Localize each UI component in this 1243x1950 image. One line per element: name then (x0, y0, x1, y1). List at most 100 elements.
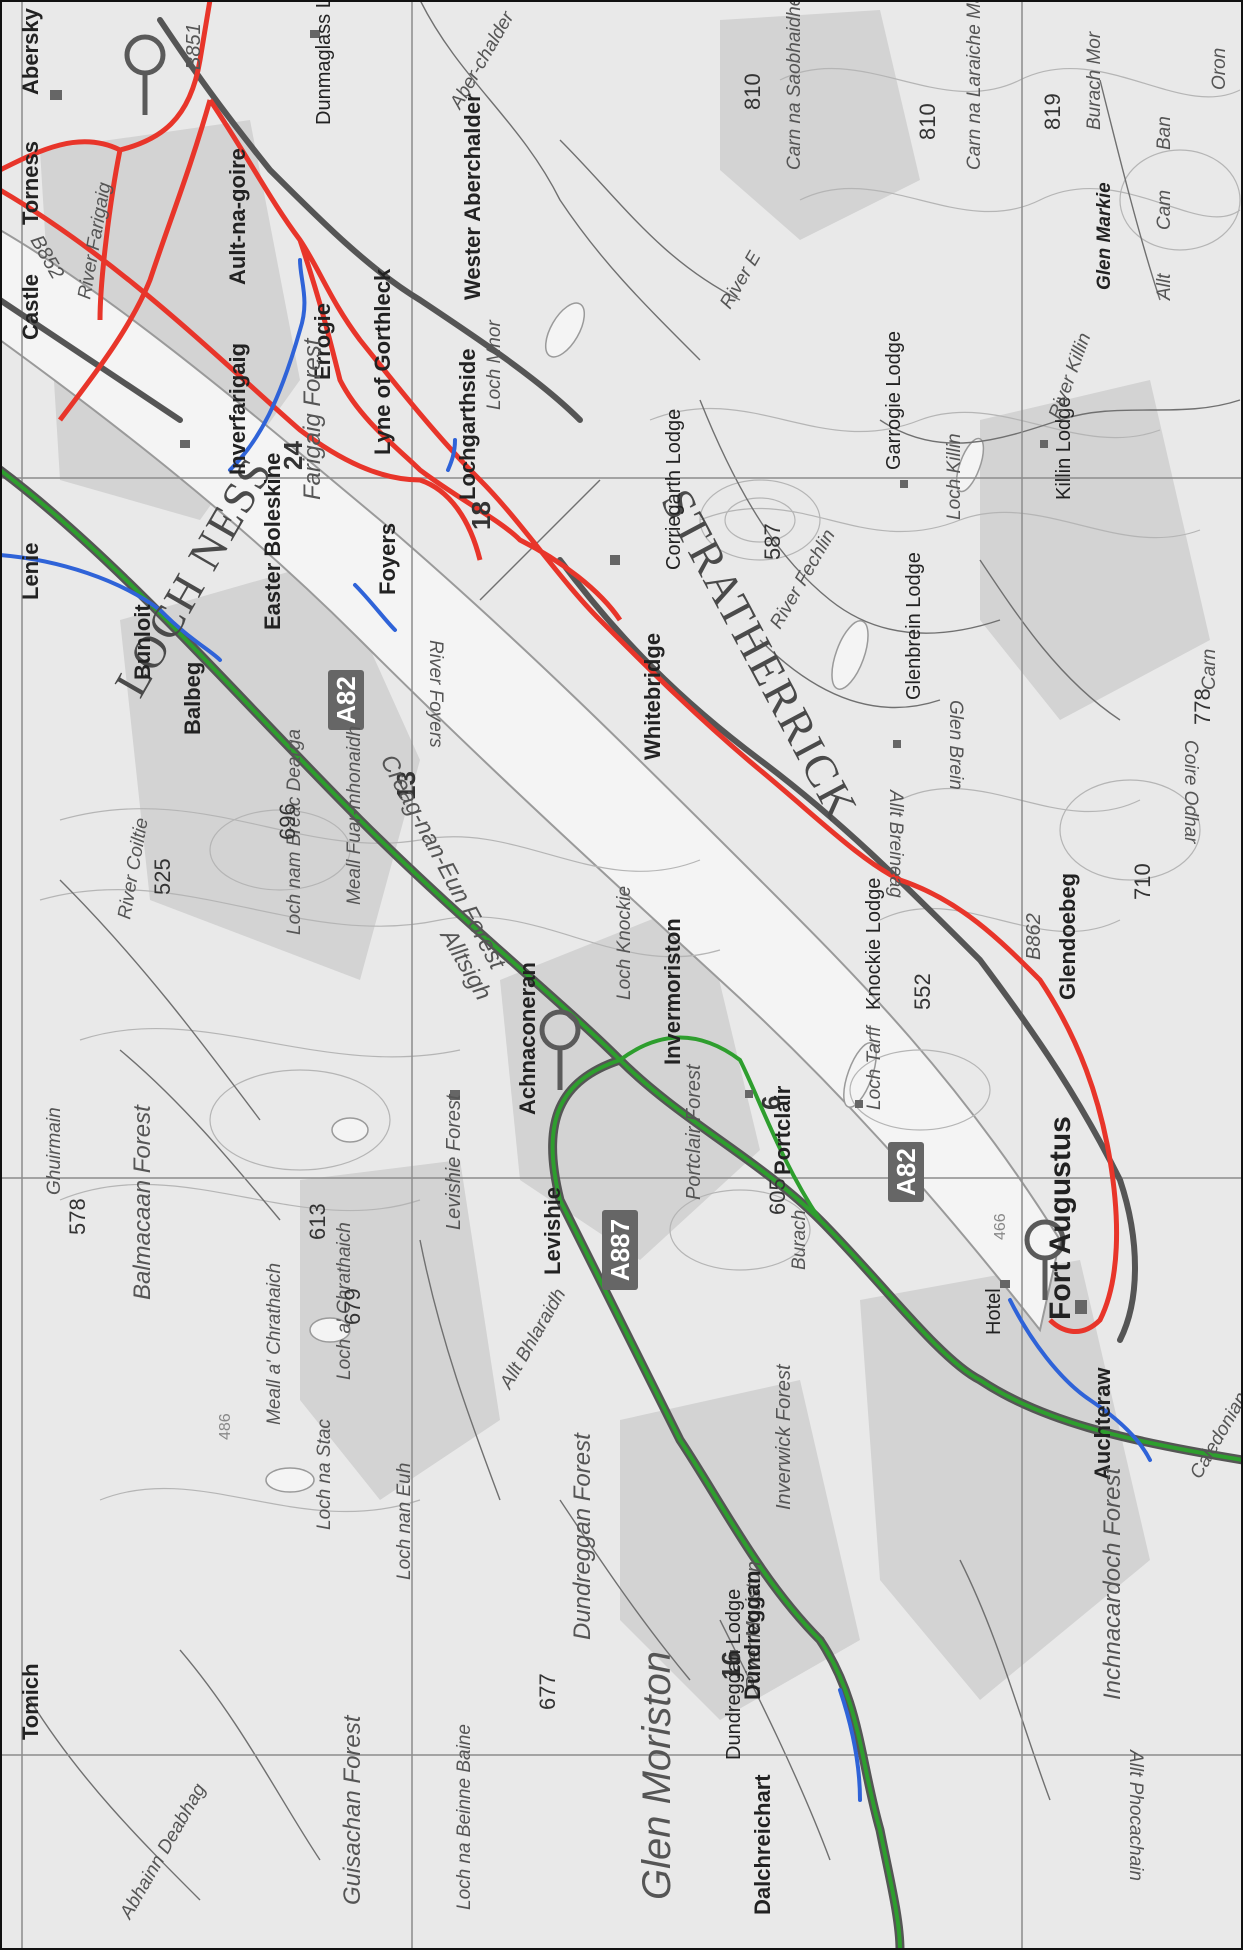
label-tomich: Tomich (18, 1663, 43, 1740)
label-coire-odhar: Coire Odhar (1180, 740, 1201, 844)
label-loch-killin: Loch Killin (944, 433, 965, 520)
label-burach: Burach (789, 1210, 810, 1270)
route-number-24: 24 (278, 441, 308, 470)
label-hotel: Hotel (983, 1288, 1005, 1335)
label-loch-breac: Loch nam Breac Dearga (284, 729, 305, 935)
green-route[interactable] (0, 468, 1243, 1950)
label-meall-fuar: Meall Fuar-mhonaidh (344, 726, 365, 905)
svg-text:819: 819 (1040, 93, 1065, 130)
red-route[interactable] (0, 0, 1120, 1335)
label-torness: Torness (18, 141, 43, 225)
route-number-13: 13 (391, 771, 421, 800)
label-lochgarthside: Lochgarthside (455, 348, 480, 500)
label-loch-nan-euh: Loch nan Euh (394, 1463, 415, 1580)
label-ault-na-goire: Ault-na-goire (225, 148, 250, 285)
label-foyers: Foyers (375, 523, 400, 595)
label-portclair-forest: Portclair Forest (683, 1063, 705, 1200)
blue-routes[interactable] (0, 258, 1152, 1802)
label-allt-phocachain: Allt Phocachain (1125, 1749, 1146, 1881)
label-lenie: Lenie (18, 543, 43, 600)
svg-text:778: 778 (1190, 688, 1215, 725)
svg-text:587: 587 (760, 523, 785, 560)
svg-text:810: 810 (915, 103, 940, 140)
road-shield-a82-north: A82 (328, 670, 364, 730)
small-lochs (265, 302, 985, 1493)
label-knockie-lodge: Knockie Lodge (863, 878, 885, 1010)
label-killin-lodge: Killin Lodge (1053, 397, 1075, 500)
label-oron: Oron (1209, 48, 1230, 90)
label-loch-tarff: Loch Tarff (864, 1024, 885, 1110)
label-guisachan-forest: Guisachan Forest (339, 1714, 366, 1905)
label-achnaconeran: Achnaconeran (515, 962, 540, 1115)
label-levishie-forest: Levishie Forest (443, 1093, 465, 1230)
road-shield-a82-south: A82 (888, 1142, 924, 1202)
label-lyne-of-gorthleck: Lyne of Gorthleck (370, 268, 395, 455)
label-burach-mor: Burach Mor (1084, 31, 1105, 130)
label-inchnacardoch-forest: Inchnacardoch Forest (1099, 1467, 1126, 1700)
label-fort-augustus: Fort Augustus (1044, 1116, 1077, 1320)
label-cam: Cam (1154, 190, 1175, 230)
svg-text:A82: A82 (331, 676, 361, 724)
label-dunmaglass-lodge: Dunmaglass Lodge (313, 0, 335, 125)
label-levishie: Levishie (540, 1187, 565, 1275)
svg-text:A887: A887 (605, 1219, 635, 1281)
route-number-18: 18 (466, 501, 496, 530)
route-number-6: 6 (756, 1096, 786, 1110)
svg-text:677: 677 (535, 1673, 560, 1710)
label-farigaig-forest: Farigaig Forest (299, 337, 326, 500)
label-glen-markie: Glen Markie (1094, 182, 1115, 290)
label-glen-brein: Glen Brein (945, 700, 966, 790)
svg-text:710: 710 (1130, 863, 1155, 900)
label-dundreggan-forest: Dundreggan Forest (569, 1432, 596, 1640)
svg-text:A82: A82 (891, 1148, 921, 1196)
label-dalchreichart: Dalchreichart (750, 1774, 775, 1915)
svg-text:679: 679 (340, 1288, 365, 1325)
svg-text:486: 486 (217, 1413, 234, 1440)
svg-text:605: 605 (765, 1178, 790, 1215)
label-allt-breineag: Allt Breineag (885, 789, 906, 898)
label-inverwick-forest: Inverwick Forest (773, 1363, 795, 1510)
label-balmacaan-forest: Balmacaan Forest (129, 1104, 156, 1300)
svg-text:552: 552 (910, 973, 935, 1010)
label-carn: Carn (1199, 649, 1220, 690)
label-river-foyers: River Foyers (425, 640, 446, 748)
label-easter-boleskine: Easter Boleskine (260, 453, 285, 630)
label-wester-aberchalder: Wester Aberchalder (460, 93, 485, 300)
label-glenbrein-lodge: Glenbrein Lodge (903, 552, 925, 700)
label-portclair: Portclair (770, 1085, 795, 1175)
svg-text:810: 810 (740, 73, 765, 110)
label-carn-na-laraiche: Carn na Laraiche Maoile (964, 0, 985, 170)
label-glendoebeg: Glendoebeg (1055, 873, 1080, 1000)
spot-heights: 810 810 819 587 525 696 613 578 679 605 … (65, 73, 1215, 1710)
label-abersky: Abersky (18, 7, 43, 95)
label-allt: Allt (1154, 273, 1175, 301)
label-dundreggan-lodge: Dundreggan Lodge (723, 1589, 745, 1760)
svg-text:613: 613 (305, 1203, 330, 1240)
label-errogie: Errogie (310, 303, 335, 380)
label-loch-na-beinne: Loch na Beinne Baine (454, 1724, 475, 1910)
viewpoint-symbols (124, 34, 1066, 1300)
label-loch-mhor: Loch Mhor (484, 320, 505, 410)
label-glen-moriston: Glen Moriston (635, 1651, 679, 1900)
label-garrogie-lodge: Garrogie Lodge (883, 331, 905, 470)
label-river-moriston: River Moriston (743, 1561, 765, 1690)
settlement-markers (50, 30, 1087, 1658)
label-whitebridge: Whitebridge (640, 633, 665, 760)
svg-text:525: 525 (150, 858, 175, 895)
road-shield-a887: A887 (602, 1210, 638, 1290)
svg-text:578: 578 (65, 1198, 90, 1235)
route-number-16: 16 (716, 1651, 746, 1680)
road-b851: B851 (183, 23, 205, 70)
label-carn-na-saobhaidhe: Carn na Saobhaidhe (784, 0, 805, 170)
label-loch-knockie: Loch Knockie (614, 886, 635, 1000)
label-loch-na-stac: Loch na Stac (314, 1419, 335, 1530)
label-invermoriston: Invermoriston (660, 918, 685, 1065)
label-bunloit: Bunloit (130, 604, 155, 680)
settlement-labels: Abersky Torness Castle Lenie Bunloit Bal… (18, 7, 1115, 1915)
svg-text:466: 466 (992, 1213, 1009, 1240)
label-auchteraw: Auchteraw (1090, 1367, 1115, 1480)
